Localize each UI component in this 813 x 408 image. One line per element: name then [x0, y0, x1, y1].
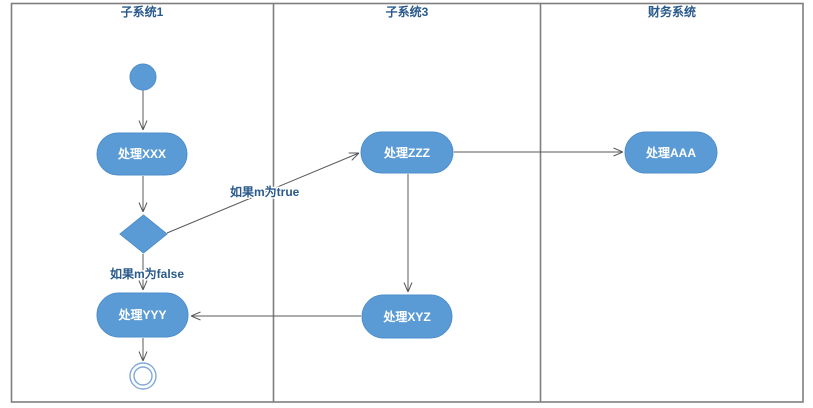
- activity-label-zzz: 处理ZZZ: [383, 145, 430, 160]
- activity-node-zzz: 处理ZZZ: [360, 131, 454, 174]
- lane-title-3: 财务系统: [647, 4, 696, 19]
- activity-shape-yyy: [96, 292, 189, 338]
- activity-label-xxx: 处理XXX: [117, 146, 166, 161]
- activity-shape-zzz: [360, 131, 454, 174]
- activity-label-yyy: 处理YYY: [117, 307, 166, 322]
- edge-decision-to-zzz: [166, 153, 359, 234]
- edge-label-false: 如果m为false: [110, 266, 184, 281]
- activity-label-xyz: 处理XYZ: [382, 309, 430, 324]
- activity-label-aaa: 处理AAA: [645, 145, 696, 160]
- edge-label-true: 如果m为true: [230, 184, 300, 199]
- final-node-outer-ring: [129, 362, 157, 390]
- final-node: [129, 362, 157, 390]
- activity-node-xyz: 处理XYZ: [361, 294, 453, 339]
- activity-shape-xxx: [96, 132, 188, 176]
- swimlane-frame: [10, 2, 804, 403]
- decision-diamond: [119, 214, 168, 254]
- activity-node-yyy: 处理YYY: [96, 292, 189, 338]
- activity-shape-xyz: [361, 294, 453, 339]
- initial-node: [129, 63, 157, 91]
- lane-title-2: 子系统3: [386, 4, 429, 19]
- final-node-inner-ring: [133, 366, 153, 386]
- activity-shape-aaa: [624, 131, 718, 174]
- lane-title-1: 子系统1: [121, 4, 164, 19]
- activity-node-aaa: 处理AAA: [624, 131, 718, 174]
- activity-node-xxx: 处理XXX: [96, 132, 188, 176]
